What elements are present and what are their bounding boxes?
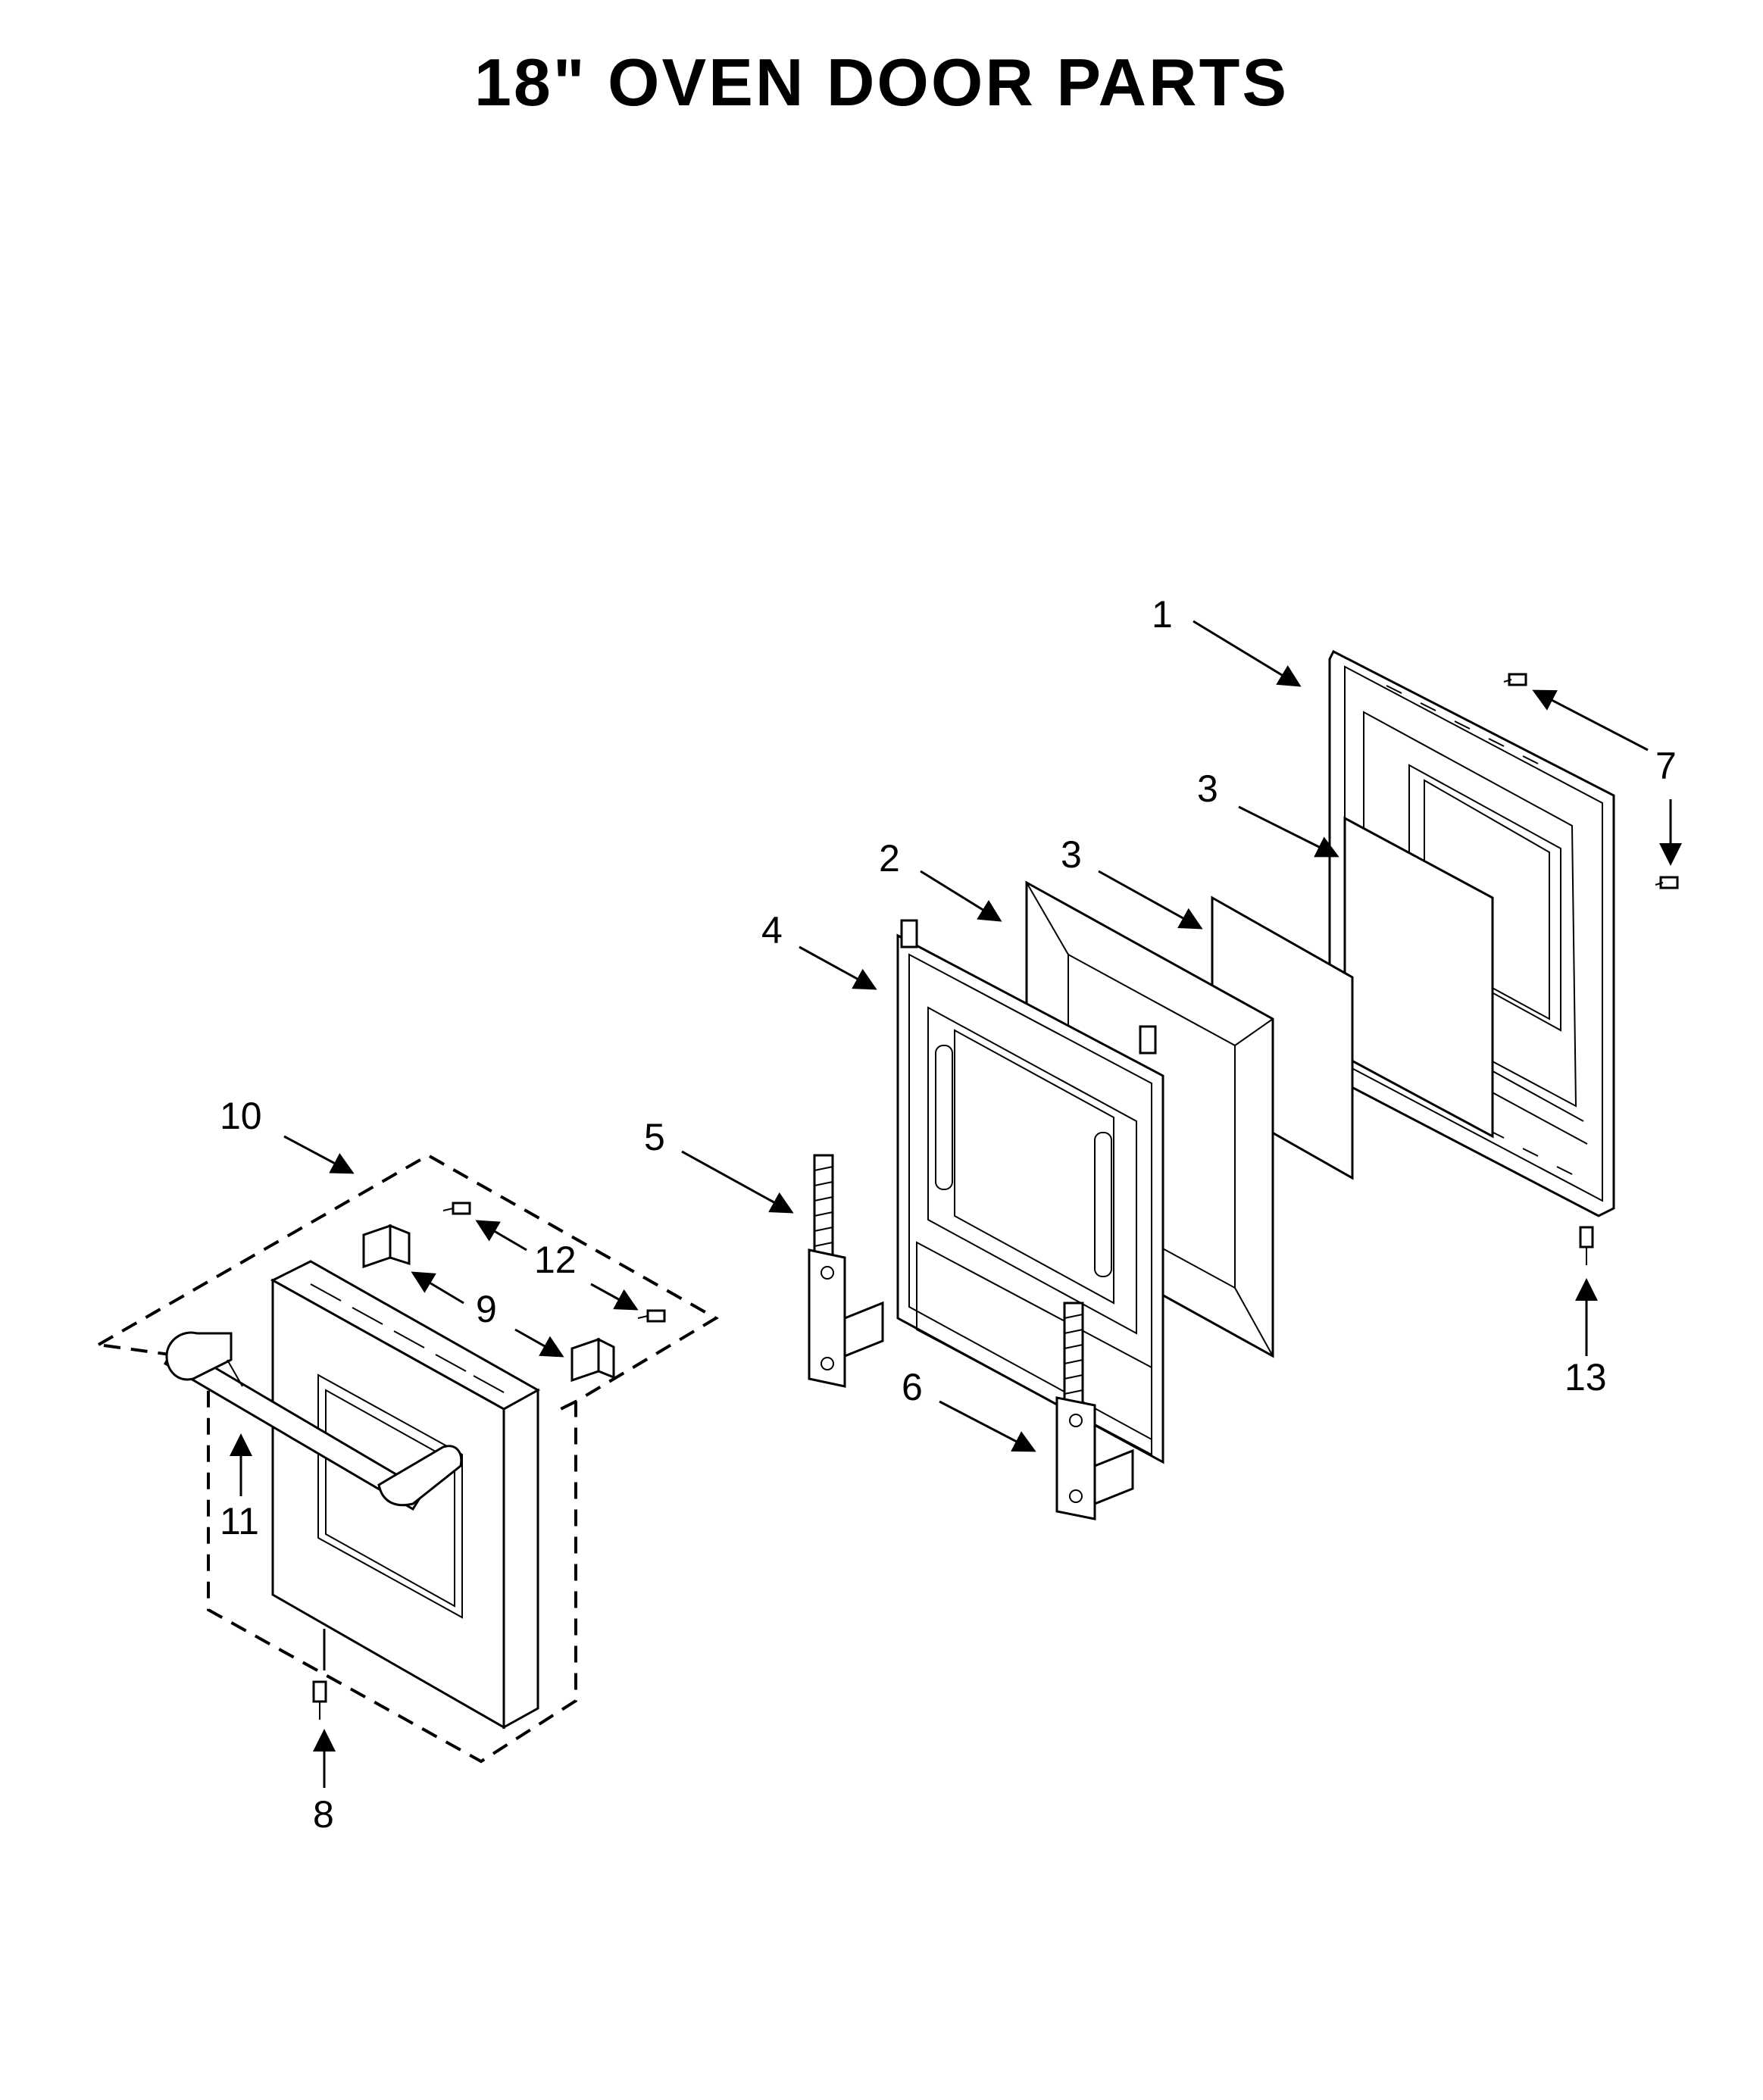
callout-3b: 3 [1061, 833, 1082, 876]
callout-13: 13 [1565, 1356, 1607, 1398]
callout-8: 8 [313, 1793, 334, 1836]
screw-icon [442, 1202, 666, 1323]
screw-icon [1503, 673, 1679, 889]
outer-door-assembly [93, 1153, 719, 1764]
screw-icon [1579, 1226, 1594, 1265]
screw-icon [312, 1680, 327, 1720]
callout-4: 4 [761, 909, 783, 952]
leader-lines [230, 620, 1682, 1788]
door-hinge-right [1055, 1302, 1134, 1520]
handle-bracket-icon [362, 1223, 615, 1383]
door-hinge-left [808, 1154, 884, 1388]
callout-3a: 3 [1197, 767, 1218, 810]
callout-9: 9 [476, 1288, 497, 1330]
callout-5: 5 [644, 1116, 665, 1158]
callout-7: 7 [1655, 745, 1677, 787]
callout-11: 11 [220, 1500, 259, 1542]
callout-2: 2 [879, 837, 900, 880]
door-vent-slots [310, 1283, 505, 1393]
door-frame [896, 919, 1164, 1464]
callout-12: 12 [534, 1239, 577, 1281]
page-title: 18" OVEN DOOR PARTS [474, 45, 1289, 120]
door-handle [163, 1331, 463, 1511]
callout-1: 1 [1152, 593, 1173, 636]
callout-10: 10 [220, 1095, 262, 1137]
callout-6: 6 [902, 1366, 923, 1408]
